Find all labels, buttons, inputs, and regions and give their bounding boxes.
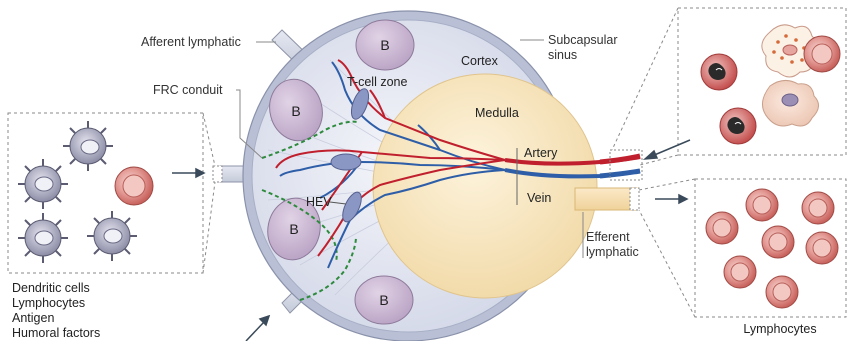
afferent-lymphatic-label: Afferent lymphatic bbox=[141, 35, 241, 49]
svg-text:B: B bbox=[379, 292, 388, 308]
incoming-item: Humoral factors bbox=[12, 326, 100, 341]
efferent-lymphatic-label-line1: Efferent bbox=[586, 230, 630, 244]
incoming-item: Lymphocytes bbox=[12, 296, 100, 311]
lymph-node: B B B B bbox=[213, 11, 642, 341]
right-top-inset bbox=[612, 8, 846, 165]
lymphocyte bbox=[806, 232, 838, 264]
b-follicle: B bbox=[355, 276, 413, 324]
subcapsular-sinus-label-line1: Subcapsular bbox=[548, 33, 618, 47]
lymphocyte bbox=[766, 276, 798, 308]
lymphocyte bbox=[746, 189, 778, 221]
efferent-lymphatic-vessel bbox=[575, 188, 639, 210]
left-inset-zoom-line-top bbox=[203, 113, 215, 166]
lymphocyte bbox=[115, 167, 153, 205]
inflow-arrow-bottom bbox=[246, 316, 269, 341]
subcapsular-sinus-label-line2: sinus bbox=[548, 48, 577, 62]
hev-label: HEV bbox=[306, 195, 332, 209]
lymphocyte bbox=[804, 36, 840, 72]
left-inset-zoom-line-bottom bbox=[203, 182, 215, 273]
svg-text:B: B bbox=[291, 103, 300, 119]
dendritic-cell bbox=[87, 211, 137, 261]
incoming-item: Dendritic cells bbox=[12, 281, 100, 296]
b-follicle: B bbox=[356, 20, 414, 70]
dendritic-cell bbox=[63, 121, 113, 171]
dendritic-cell bbox=[18, 213, 68, 263]
medulla-label: Medulla bbox=[475, 106, 519, 120]
svg-text:B: B bbox=[380, 37, 389, 53]
svg-text:B: B bbox=[289, 221, 298, 237]
right-top-zoom-line bbox=[640, 155, 678, 165]
frc-conduit-label: FRC conduit bbox=[153, 83, 223, 97]
left-inset bbox=[8, 113, 215, 273]
cortex-label: Cortex bbox=[461, 54, 499, 68]
hev bbox=[331, 154, 361, 170]
lymphocytes-caption: Lymphocytes bbox=[720, 322, 840, 336]
lymphocyte bbox=[802, 192, 834, 224]
neutrophil bbox=[720, 108, 756, 144]
right-bottom-zoom-line bbox=[639, 179, 695, 190]
lymphocyte bbox=[706, 212, 738, 244]
vein-label: Vein bbox=[527, 191, 551, 205]
right-bottom-zoom-line bbox=[639, 210, 695, 317]
macrophage bbox=[762, 80, 818, 126]
outflow-arrow bbox=[655, 195, 687, 203]
t-cell-zone-label: T-cell zone bbox=[347, 75, 407, 89]
efferent-lymphatic-label-line2: lymphatic bbox=[586, 245, 639, 259]
right-top-zoom-line bbox=[612, 8, 678, 150]
incoming-contents-list: Dendritic cells Lymphocytes Antigen Humo… bbox=[12, 281, 100, 341]
incoming-item: Antigen bbox=[12, 311, 100, 326]
artery-label: Artery bbox=[524, 146, 558, 160]
neutrophil bbox=[701, 54, 737, 90]
dendritic-cell bbox=[18, 159, 68, 209]
lymphocyte bbox=[724, 256, 756, 288]
lymphocyte bbox=[762, 226, 794, 258]
